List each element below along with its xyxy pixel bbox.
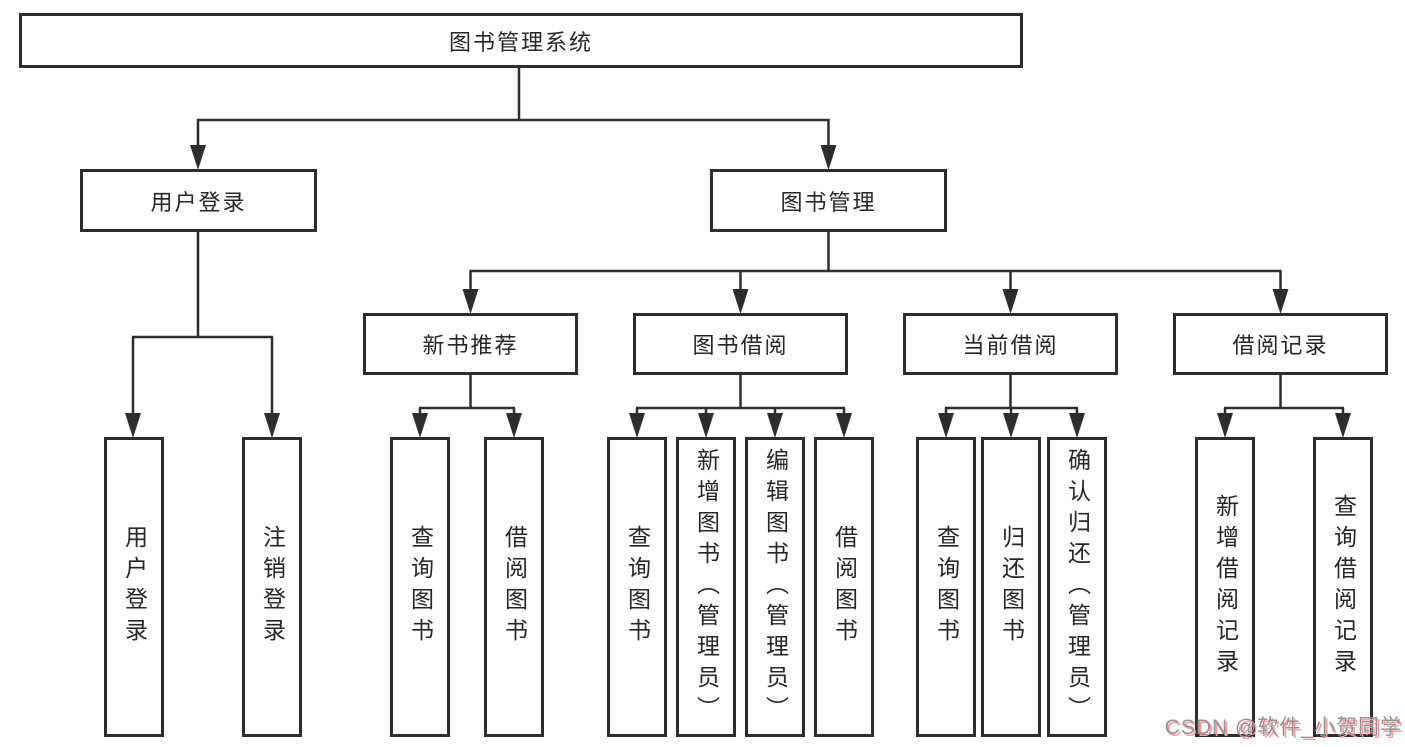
leaf-label: 查询图书 xyxy=(624,525,651,649)
arrowhead xyxy=(190,145,206,170)
arrowhead xyxy=(629,413,645,438)
leaf-query-borrow-record: 查询借阅记录 xyxy=(1313,437,1373,737)
leaf-label: 确认归还（管理员） xyxy=(1064,447,1091,727)
connector-user-login-children xyxy=(125,231,280,438)
arrowhead xyxy=(767,413,783,438)
arrowhead xyxy=(506,413,522,438)
leaf-add-books-admin: 新增图书（管理员） xyxy=(676,437,736,737)
node-current-borrow: 当前借阅 xyxy=(903,313,1118,375)
node-book-management: 图书管理 xyxy=(710,169,947,232)
node-library-management-system: 图书管理系统 xyxy=(19,13,1023,68)
leaf-add-borrow-record: 新增借阅记录 xyxy=(1195,437,1255,737)
leaf-borrow-books: 借阅图书 xyxy=(814,437,874,737)
leaf-label: 新增借阅记录 xyxy=(1212,494,1239,680)
leaf-edit-books-admin: 编辑图书（管理员） xyxy=(745,437,805,737)
connector-new-book-children xyxy=(412,373,522,438)
leaf-label: 归还图书 xyxy=(998,525,1025,649)
leaf-label: 编辑图书（管理员） xyxy=(762,447,789,727)
arrowhead xyxy=(1003,413,1019,438)
leaf-borrow-books: 借阅图书 xyxy=(484,437,544,737)
arrowhead xyxy=(264,413,280,438)
arrowhead xyxy=(1272,289,1289,314)
arrowhead xyxy=(938,413,954,438)
leaf-label: 用户登录 xyxy=(121,525,148,649)
leaf-label: 借阅图书 xyxy=(501,525,528,649)
leaf-user-login: 用户登录 xyxy=(104,437,164,737)
connector-current-borrow-children xyxy=(938,373,1085,438)
csdn-watermark: CSDN @软件_小贺同学 xyxy=(1164,716,1402,739)
arrowhead xyxy=(125,413,141,438)
leaf-label: 新增图书（管理员） xyxy=(693,447,720,727)
node-new-book-recommend: 新书推荐 xyxy=(363,313,578,375)
arrowhead xyxy=(820,145,837,170)
leaf-logout: 注销登录 xyxy=(242,437,302,737)
arrowhead xyxy=(836,413,852,438)
leaf-query-books: 查询图书 xyxy=(916,437,976,737)
leaf-query-books: 查询图书 xyxy=(607,437,667,737)
node-user-login: 用户登录 xyxy=(80,169,317,232)
connector-root-to-level2 xyxy=(190,66,837,170)
arrowhead xyxy=(732,289,749,314)
node-borrow-records: 借阅记录 xyxy=(1173,313,1388,375)
leaf-confirm-return-admin: 确认归还（管理员） xyxy=(1047,437,1107,737)
arrowhead xyxy=(698,413,714,438)
arrowhead xyxy=(462,289,479,314)
leaf-label: 注销登录 xyxy=(259,525,286,649)
leaf-label: 借阅图书 xyxy=(831,525,858,649)
arrowhead xyxy=(1069,413,1085,438)
leaf-label: 查询图书 xyxy=(407,525,434,649)
connector-borrow-records-children xyxy=(1217,373,1351,438)
leaf-query-books: 查询图书 xyxy=(390,437,450,737)
arrowhead xyxy=(1335,413,1351,438)
arrowhead xyxy=(1217,413,1233,438)
connector-book-borrow-children xyxy=(629,373,852,438)
node-book-borrow: 图书借阅 xyxy=(633,313,848,375)
arrowhead xyxy=(1002,289,1019,314)
arrowhead xyxy=(412,413,428,438)
leaf-label: 查询图书 xyxy=(933,525,960,649)
leaf-return-books: 归还图书 xyxy=(981,437,1041,737)
connector-book-mgmt-children xyxy=(462,231,1289,314)
leaf-label: 查询借阅记录 xyxy=(1330,494,1357,680)
